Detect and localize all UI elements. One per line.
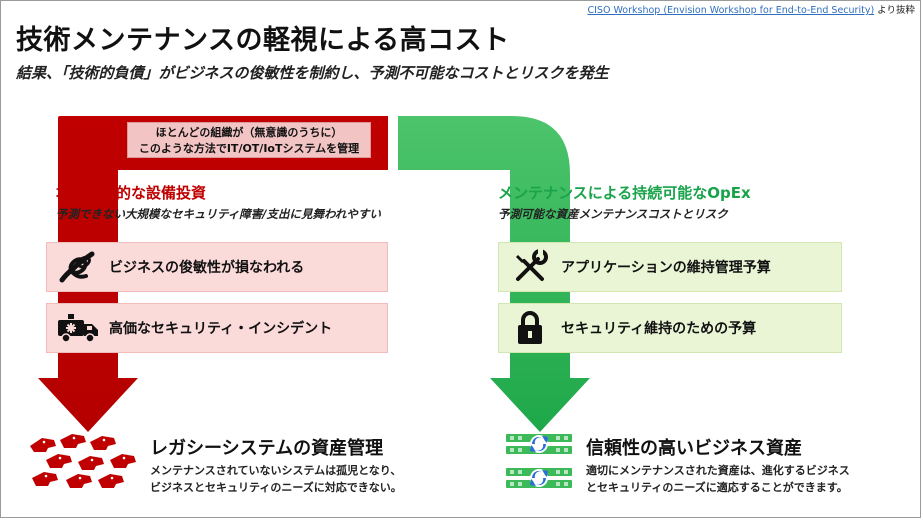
right-item-app-budget: アプリケーションの維持管理予算 — [498, 242, 842, 292]
source-link[interactable]: CISO Workshop (Envision Workshop for End… — [587, 5, 875, 16]
left-item-agility-label: ビジネスの俊敏性が損なわれる — [109, 260, 305, 276]
refresh-servers-icon — [504, 432, 574, 500]
right-item-security-budget: セキュリティ維持のための予算 — [498, 303, 842, 353]
right-result-title: 信頼性の高いビジネス資産 — [586, 438, 802, 459]
organization-note-line2: このような方法でIT/OT/IoTシステムを管理 — [138, 142, 360, 155]
organization-note-line1: ほとんどの組織が（無意識のうちに） — [155, 126, 343, 139]
knot-icon — [47, 250, 109, 284]
right-section-subtitle: 予測可能な資産メンテナンスコストとリスク — [498, 207, 728, 221]
padlock-icon — [499, 310, 561, 346]
left-result-description: メンテナンスされていないシステムは孤児となり、 ビジネスとセキュリティのニーズに… — [150, 462, 402, 496]
left-section-title: 場当たり的な設備投資 — [56, 184, 207, 202]
right-item-security-budget-label: セキュリティ維持のための予算 — [561, 321, 757, 337]
left-result-title: レガシーシステムの資産管理 — [150, 438, 384, 459]
wrench-screwdriver-icon — [499, 249, 561, 285]
organization-note: ほとんどの組織が（無意識のうちに） このような方法でIT/OT/IoTシステムを… — [127, 122, 371, 158]
left-section-subtitle: 予測できない大規模なセキュリティ障害/支出に見舞われやすい — [56, 207, 381, 221]
right-result-description-line2: とセキュリティのニーズに適応することができます。 — [586, 481, 848, 494]
right-section-title: メンテナンスによる持続可能なOpEx — [498, 184, 751, 202]
slide-subtitle: 結果、「技術的負債」がビジネスの俊敏性を制約し、予測不可能なコストとリスクを発生 — [16, 64, 609, 82]
slide-title: 技術メンテナンスの軽視による高コスト — [16, 25, 510, 56]
right-result-description: 適切にメンテナンスされた資産は、進化するビジネス とセキュリティのニーズに適応す… — [586, 462, 850, 496]
right-item-app-budget-label: アプリケーションの維持管理予算 — [561, 260, 771, 276]
right-result-description-line1: 適切にメンテナンスされた資産は、進化するビジネス — [586, 464, 850, 477]
left-item-incident: 高価なセキュリティ・インシデント — [46, 303, 388, 353]
green-arrow — [398, 116, 590, 432]
source-attribution: CISO Workshop (Envision Workshop for End… — [587, 2, 915, 16]
source-suffix: より抜粋 — [874, 5, 915, 16]
ambulance-icon — [47, 312, 109, 344]
left-result-description-line1: メンテナンスされていないシステムは孤児となり、 — [150, 464, 402, 477]
left-item-incident-label: 高価なセキュリティ・インシデント — [109, 321, 333, 337]
dinosaur-icon — [26, 432, 144, 500]
left-result-description-line2: ビジネスとセキュリティのニーズに対応できない。 — [150, 481, 402, 494]
left-item-agility: ビジネスの俊敏性が損なわれる — [46, 242, 388, 292]
